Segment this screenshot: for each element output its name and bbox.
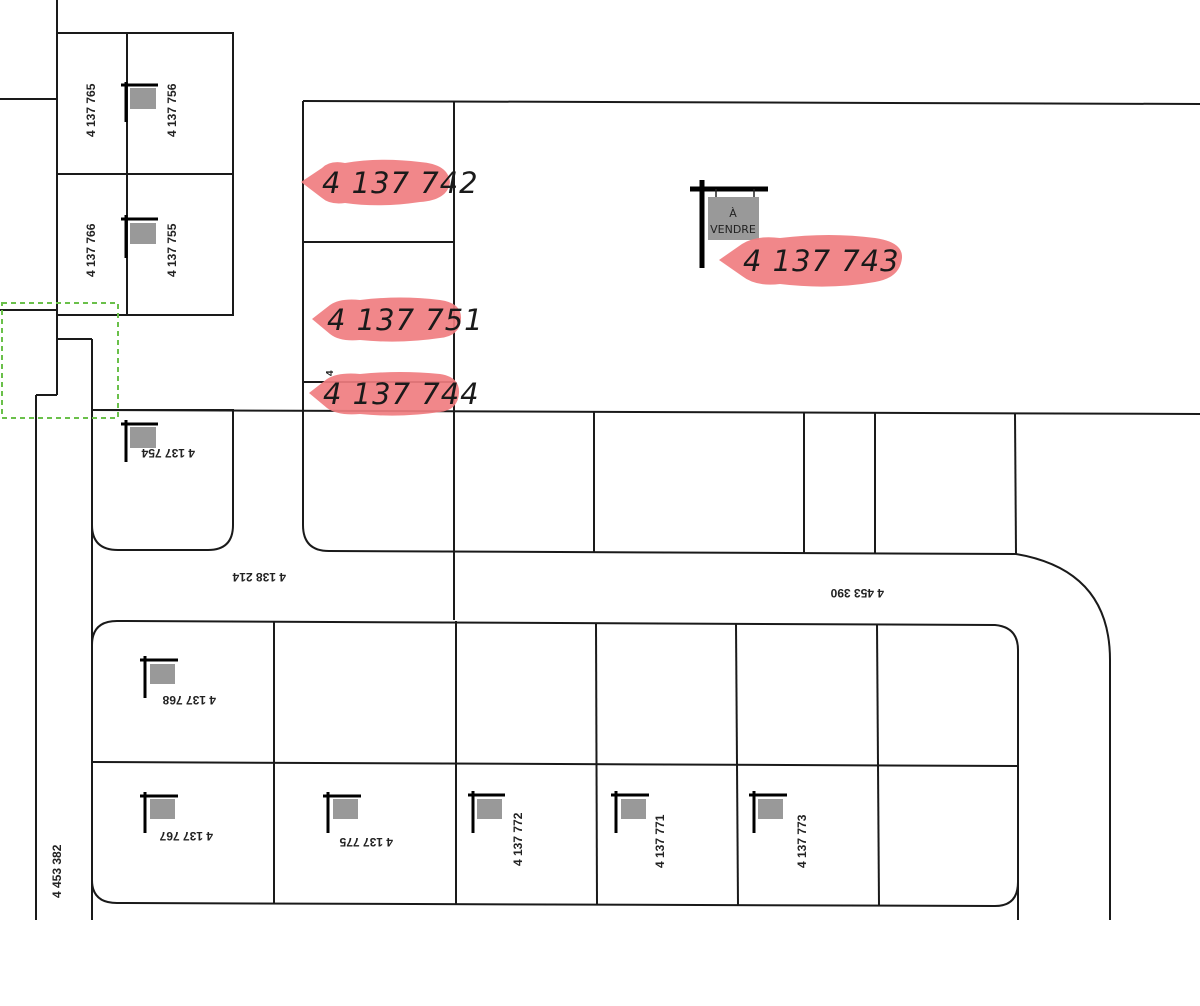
sale-signs [121,82,787,833]
lot-number: 4 137 755 [165,223,179,277]
sale-board [708,197,759,240]
small-lot-marker: 4 [325,370,336,376]
lot-number: 4 137 771 [653,814,667,868]
highlight-lot-751: 4 137 751 [312,297,484,342]
sale-sign-icon [140,656,178,698]
highlight-label: 4 137 742 [322,166,479,200]
highlight-lot-742: 4 137 742 [301,159,479,206]
highlight-lot-744: 4 137 744 [309,372,480,416]
lot-number: 4 137 772 [511,812,525,866]
lot-number: 4 137 754 [141,446,195,460]
highlight-lot-743: 4 137 743 [719,235,903,287]
sale-sign-icon [323,792,361,833]
sale-sign-icon [611,791,649,833]
lot-numbers: 4 137 765 4 137 756 4 137 766 4 137 755 … [50,83,884,898]
sale-label-line1: À [729,207,737,220]
sale-sign-icon [121,82,158,122]
lot-number: 4 137 775 [339,835,393,849]
highlight-label: 4 137 743 [743,244,900,278]
lot-number: 4 137 767 [159,829,213,843]
lot-number: 4 137 756 [165,83,179,137]
highlight-label: 4 137 744 [323,377,480,411]
sale-sign-icon [121,215,158,258]
dashed-selection-box [1,302,119,419]
highlight-label: 4 137 751 [327,303,484,337]
lot-number: 4 137 773 [795,814,809,868]
road-number: 4 453 382 [50,844,64,898]
road-number: 4 138 214 [232,570,286,584]
sale-sign-icon [468,791,505,833]
road-number: 4 453 390 [830,586,884,600]
sale-label-line2: VENDRE [710,223,756,236]
highlighted-lots: 4 137 742 4 137 751 4 137 744 4 137 743 [301,159,903,416]
sale-sign-icon [749,791,787,833]
lot-number: 4 137 768 [162,693,216,707]
lot-boundaries [0,0,1200,920]
for-sale-sign: À VENDRE [690,180,768,268]
sale-sign-icon [121,420,158,462]
sale-sign-icon [140,792,178,833]
lot-number: 4 137 766 [84,223,98,277]
lot-number: 4 137 765 [84,83,98,137]
